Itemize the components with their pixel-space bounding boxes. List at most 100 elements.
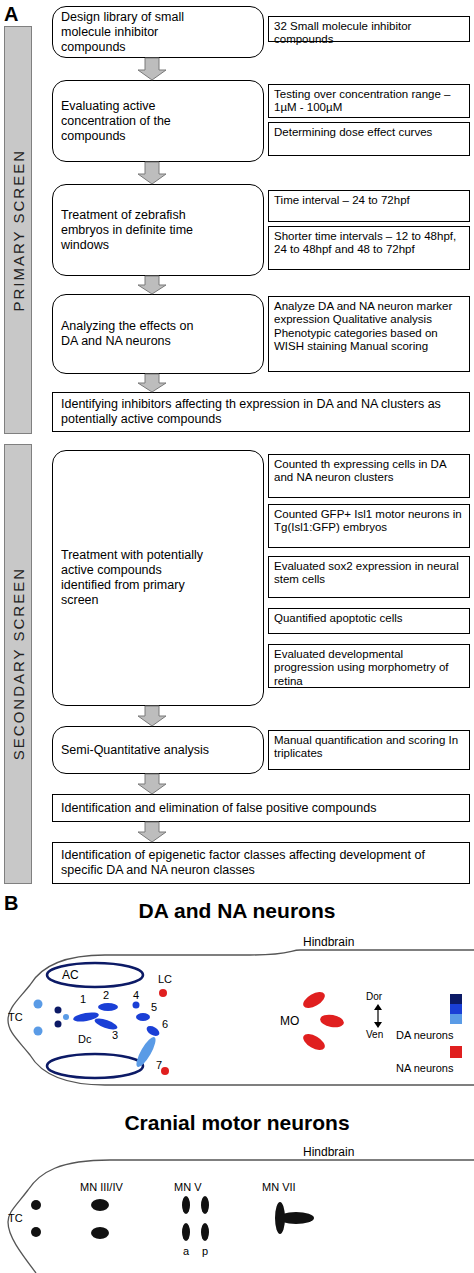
neuron-cluster xyxy=(145,1024,161,1038)
section-title: DA and NA neurons xyxy=(139,900,336,921)
cluster-number: 3 xyxy=(112,1030,118,1041)
flow-arrow xyxy=(138,162,166,184)
region-label: LC xyxy=(158,974,172,985)
cluster-number: 7 xyxy=(156,1060,162,1071)
node-text: Treatment with potentially active compou… xyxy=(61,548,211,608)
legend-text: DA neurons xyxy=(396,1030,453,1041)
neuron-cluster xyxy=(301,1031,328,1053)
cluster-number: 2 xyxy=(103,990,109,1001)
region-label: TC xyxy=(8,1012,23,1023)
node-text: Counted GFP+ Isl1 motor neurons in Tg(Is… xyxy=(274,508,464,535)
result-box: Identification of epigenetic factor clas… xyxy=(52,842,470,884)
node-text: PRIMARY SCREEN xyxy=(10,149,27,311)
node-text: Evaluating active concentration of the c… xyxy=(61,99,211,144)
process-box: Treatment with potentially active compou… xyxy=(52,450,264,706)
region-label: TC xyxy=(8,1213,23,1224)
neuron-cluster xyxy=(136,1013,150,1021)
cluster-number: 1 xyxy=(80,994,86,1005)
neuron-dot xyxy=(34,1000,43,1009)
node-text: Counted th expressing cells in DA and NA… xyxy=(274,458,464,485)
flow-arrow xyxy=(138,822,166,842)
node-text: Evaluated sox2 expression in neural stem… xyxy=(274,560,464,587)
detail-box: Manual quantification and scoring In tri… xyxy=(268,730,470,770)
region-label: AC xyxy=(62,969,79,981)
result-box: Identifying inhibitors affecting th expr… xyxy=(52,392,470,432)
legend-swatch xyxy=(450,1004,462,1014)
axis-label: Ven xyxy=(366,1030,383,1040)
flow-arrow xyxy=(138,58,166,80)
detail-box: Determining dose effect curves xyxy=(268,122,470,156)
node-text: Testing over concentration range – 1µM -… xyxy=(274,88,464,115)
node-text: Quantified apoptotic cells xyxy=(274,612,464,625)
neuron-dot xyxy=(34,1027,43,1036)
panel-letter: A xyxy=(4,4,18,24)
flow-arrow xyxy=(138,706,166,726)
motor-nucleus xyxy=(182,1223,190,1241)
commissure-ellipse xyxy=(47,1054,143,1078)
nucleus-label: p xyxy=(202,1246,208,1257)
legend-swatch xyxy=(450,994,462,1004)
node-text: Manual quantification and scoring In tri… xyxy=(274,734,464,761)
node-text: Time interval – 24 to 72hpf xyxy=(274,194,464,207)
nucleus-label: a xyxy=(183,1246,189,1257)
region-label: Hindbrain xyxy=(303,1146,354,1158)
neuron-dot xyxy=(31,1227,41,1237)
flow-arrow xyxy=(138,276,166,294)
neuron-dot xyxy=(159,989,167,997)
legend-swatch xyxy=(450,1046,462,1058)
node-text: Identifying inhibitors affecting th expr… xyxy=(61,397,461,427)
neuron-dot xyxy=(55,1007,62,1014)
result-box: Identification and elimination of false … xyxy=(52,794,470,822)
motor-nucleus xyxy=(201,1223,209,1241)
node-text: Design library of small molecule inhibit… xyxy=(61,10,211,55)
section-title: Cranial motor neurons xyxy=(124,1112,349,1133)
neuron-dot xyxy=(31,1200,41,1210)
detail-box: Time interval – 24 to 72hpf xyxy=(268,190,470,222)
detail-box: Testing over concentration range – 1µM -… xyxy=(268,84,470,118)
screen-band: SECONDARY SCREEN xyxy=(4,444,32,884)
neuron-cluster xyxy=(98,1003,118,1011)
legend-text: NA neurons xyxy=(396,1063,453,1074)
neuron-cluster xyxy=(301,989,328,1011)
node-text: SECONDARY SCREEN xyxy=(10,567,27,760)
neuron-cluster xyxy=(319,1013,345,1029)
flow-arrow xyxy=(138,774,166,794)
nucleus-label: MN VII xyxy=(262,1182,296,1193)
node-text: Shorter time intervals – 12 to 48hpf, 24… xyxy=(274,230,464,257)
motor-nucleus xyxy=(91,1227,109,1239)
motor-nucleus xyxy=(278,1212,314,1224)
neuron-dot xyxy=(63,1014,69,1020)
region-label: MO xyxy=(280,1015,299,1027)
axis-arrow xyxy=(374,1004,382,1010)
detail-box: 32 Small molecule inhibitor compounds xyxy=(268,16,470,42)
node-text: 32 Small molecule inhibitor compounds xyxy=(274,20,464,47)
motor-nucleus xyxy=(201,1196,209,1214)
node-text: Determining dose effect curves xyxy=(274,126,464,139)
detail-box: Analyze DA and NA neuron marker expressi… xyxy=(268,296,470,372)
process-box: Design library of small molecule inhibit… xyxy=(52,6,264,58)
region-label: Dc xyxy=(78,1034,91,1045)
region-label: Hindbrain xyxy=(303,936,354,948)
detail-box: Shorter time intervals – 12 to 48hpf, 24… xyxy=(268,226,470,270)
neuron-cluster xyxy=(133,1035,159,1069)
motor-nucleus xyxy=(182,1196,190,1214)
nucleus-label: MN III/IV xyxy=(80,1182,123,1193)
process-box: Evaluating active concentration of the c… xyxy=(52,80,264,162)
node-text: Identification and elimination of false … xyxy=(61,801,376,816)
legend-swatch xyxy=(450,1014,462,1024)
axis-label: Dor xyxy=(366,992,382,1002)
axis-arrow xyxy=(374,1022,382,1028)
node-text: Treatment of zebrafish embryos in defini… xyxy=(61,208,211,253)
brain-outline xyxy=(8,950,474,1085)
neuron-dot xyxy=(55,1021,62,1028)
neuron-dot xyxy=(161,1067,169,1075)
detail-box: Evaluated developmental progression usin… xyxy=(268,644,470,688)
detail-box: Counted GFP+ Isl1 motor neurons in Tg(Is… xyxy=(268,504,470,548)
detail-box: Quantified apoptotic cells xyxy=(268,608,470,634)
process-box: Treatment of zebrafish embryos in defini… xyxy=(52,184,264,276)
detail-box: Counted th expressing cells in DA and NA… xyxy=(268,454,470,498)
neuron-cluster xyxy=(133,1002,140,1009)
motor-nucleus xyxy=(91,1199,109,1211)
node-text: Semi-Quantitative analysis xyxy=(61,743,209,758)
process-box: Analyzing the effects on DA and NA neuro… xyxy=(52,294,264,374)
